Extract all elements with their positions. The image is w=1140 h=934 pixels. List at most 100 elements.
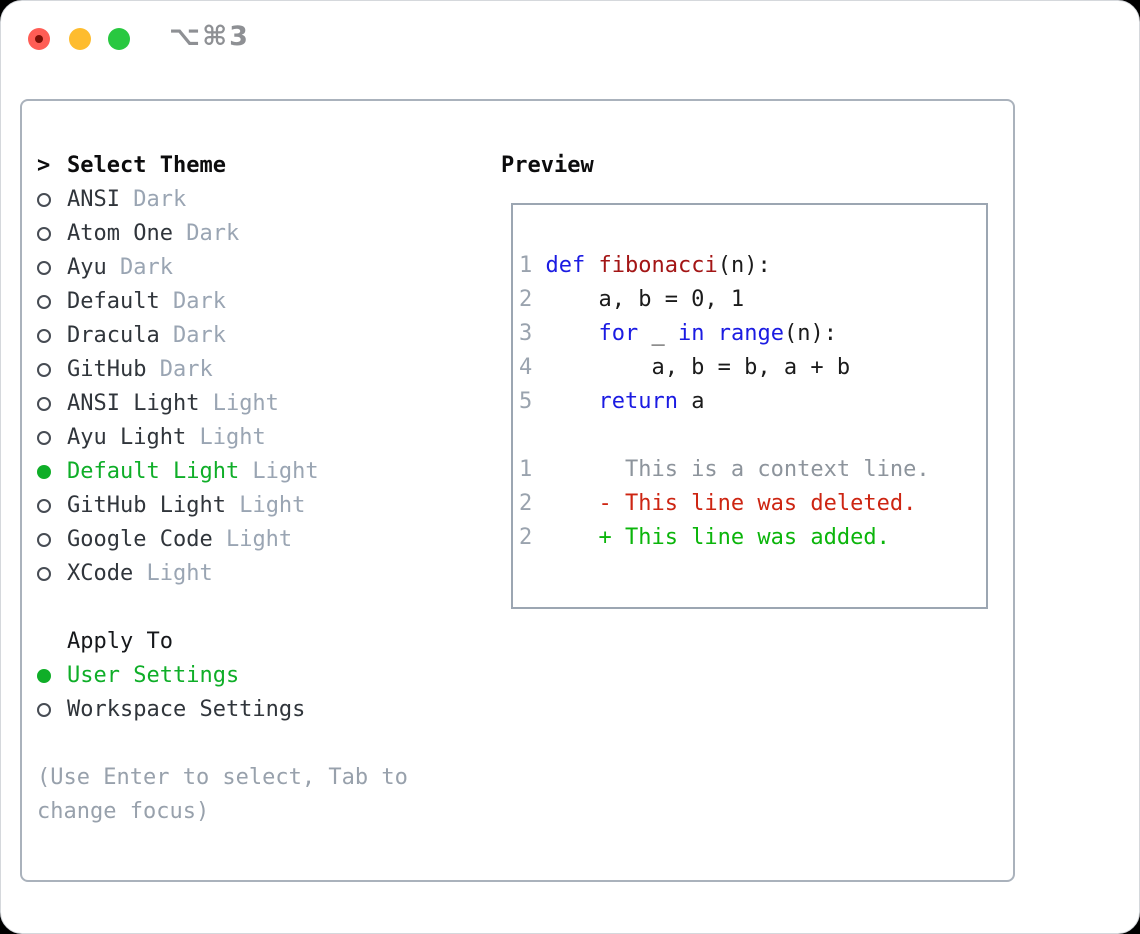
- theme-name: GitHub: [67, 357, 147, 382]
- radio-spacer: [37, 397, 67, 411]
- code-token-plain: [545, 321, 598, 346]
- apply-to-header: Apply To: [67, 629, 173, 654]
- theme-item-atom-one[interactable]: Atom One Dark: [37, 217, 319, 251]
- apply-option-workspace-settings[interactable]: Workspace Settings: [37, 693, 305, 727]
- radio-unselected-icon: [37, 499, 51, 513]
- apply-option-label: User Settings: [67, 663, 240, 688]
- code-token-deleted: - This line was deleted.: [545, 491, 917, 516]
- radio-spacer: [37, 193, 67, 207]
- code-token-plain: _: [638, 321, 678, 346]
- main-panel: [20, 99, 1015, 882]
- theme-name: Ayu: [67, 255, 107, 280]
- preview-line: [519, 419, 986, 453]
- line-number: 5: [519, 389, 533, 414]
- radio-unselected-icon: [37, 567, 51, 581]
- theme-variant: Light: [212, 527, 293, 552]
- theme-name: Dracula: [67, 323, 160, 348]
- code-token-keyword: for: [598, 321, 639, 346]
- preview-line: 2 - This line was deleted.: [519, 487, 986, 521]
- theme-item-ansi[interactable]: ANSI Dark: [37, 183, 319, 217]
- code-token-context: This is a context line.: [545, 457, 930, 482]
- theme-variant: Dark: [106, 255, 173, 280]
- theme-name: GitHub Light: [67, 493, 226, 518]
- theme-variant: Dark: [159, 323, 226, 348]
- theme-variant: Dark: [159, 289, 226, 314]
- theme-item-github-light[interactable]: GitHub Light Light: [37, 489, 319, 523]
- theme-item-ansi-light[interactable]: ANSI Light Light: [37, 387, 319, 421]
- line-number: 1: [519, 253, 533, 278]
- radio-spacer: [37, 227, 67, 241]
- theme-variant: Dark: [119, 187, 187, 212]
- radio-spacer: [37, 669, 67, 683]
- code-token-keyword: def: [545, 253, 586, 278]
- theme-item-default-light[interactable]: Default Light Light: [37, 455, 319, 489]
- theme-name: ANSI: [67, 187, 120, 212]
- close-button[interactable]: [28, 28, 50, 50]
- theme-item-github[interactable]: GitHub Dark: [37, 353, 319, 387]
- radio-selected-icon: [37, 465, 51, 479]
- code-token-keyword: in: [677, 321, 705, 346]
- theme-variant: Dark: [172, 221, 240, 246]
- code-token-function: fibonacci: [598, 253, 718, 278]
- code-token-added: + This line was added.: [545, 525, 890, 550]
- radio-spacer: [37, 499, 67, 513]
- help-text: (Use Enter to select, Tab to change focu…: [37, 765, 408, 824]
- theme-variant: Light: [199, 391, 279, 416]
- radio-unselected-icon: [37, 227, 51, 241]
- code-token-plain: (n):: [783, 321, 837, 346]
- line-number: 2: [519, 525, 533, 550]
- radio-spacer: [37, 295, 67, 309]
- radio-unselected-icon: [37, 261, 51, 275]
- preview-line: 4 a, b = b, a + b: [519, 351, 986, 385]
- theme-name: Default: [67, 289, 160, 314]
- radio-spacer: [37, 363, 67, 377]
- code-token-keyword: range: [717, 321, 784, 346]
- radio-unselected-icon: [37, 193, 51, 207]
- code-token-plain: a, b = b, a + b: [545, 355, 851, 380]
- code-token-plain: [585, 253, 598, 278]
- code-token-keyword: return: [598, 389, 678, 414]
- radio-spacer: [37, 329, 67, 343]
- preview-line: 3 for _ in range(n):: [519, 317, 986, 351]
- window-title: ⌥⌘3: [169, 21, 250, 52]
- cursor-icon: >: [37, 153, 51, 178]
- preview-line: 5 return a: [519, 385, 986, 419]
- select-theme-header-row: > Select Theme: [37, 149, 319, 183]
- zoom-button[interactable]: [108, 28, 130, 50]
- theme-variant: Light: [133, 561, 213, 586]
- theme-variant: Light: [225, 493, 306, 518]
- radio-unselected-icon: [37, 363, 51, 377]
- apply-option-label: Workspace Settings: [67, 697, 306, 722]
- theme-item-default[interactable]: Default Dark: [37, 285, 319, 319]
- preview-header: Preview: [501, 153, 594, 178]
- line-number: 2: [519, 287, 533, 312]
- radio-unselected-icon: [37, 329, 51, 343]
- radio-unselected-icon: [37, 533, 51, 547]
- radio-unselected-icon: [37, 397, 51, 411]
- preview-line: 2 a, b = 0, 1: [519, 283, 986, 317]
- theme-item-ayu-light[interactable]: Ayu Light Light: [37, 421, 319, 455]
- theme-name: Google Code: [67, 527, 213, 552]
- theme-variant: Dark: [146, 357, 213, 382]
- radio-spacer: [37, 567, 67, 581]
- code-token-plain: a: [677, 389, 705, 414]
- apply-option-user-settings[interactable]: User Settings: [37, 659, 305, 693]
- code-token-plain: [704, 321, 717, 346]
- line-number: 2: [519, 491, 533, 516]
- radio-selected-icon: [37, 669, 51, 683]
- minimize-button[interactable]: [69, 28, 91, 50]
- theme-item-ayu[interactable]: Ayu Dark: [37, 251, 319, 285]
- theme-item-xcode[interactable]: XCode Light: [37, 557, 319, 591]
- preview-line: 2 + This line was added.: [519, 521, 986, 555]
- theme-item-google-code[interactable]: Google Code Light: [37, 523, 319, 557]
- close-dot-icon: [35, 35, 43, 43]
- radio-spacer: [37, 703, 67, 717]
- theme-item-dracula[interactable]: Dracula Dark: [37, 319, 319, 353]
- radio-unselected-icon: [37, 295, 51, 309]
- line-number: 1: [519, 457, 533, 482]
- theme-name: Atom One: [67, 221, 173, 246]
